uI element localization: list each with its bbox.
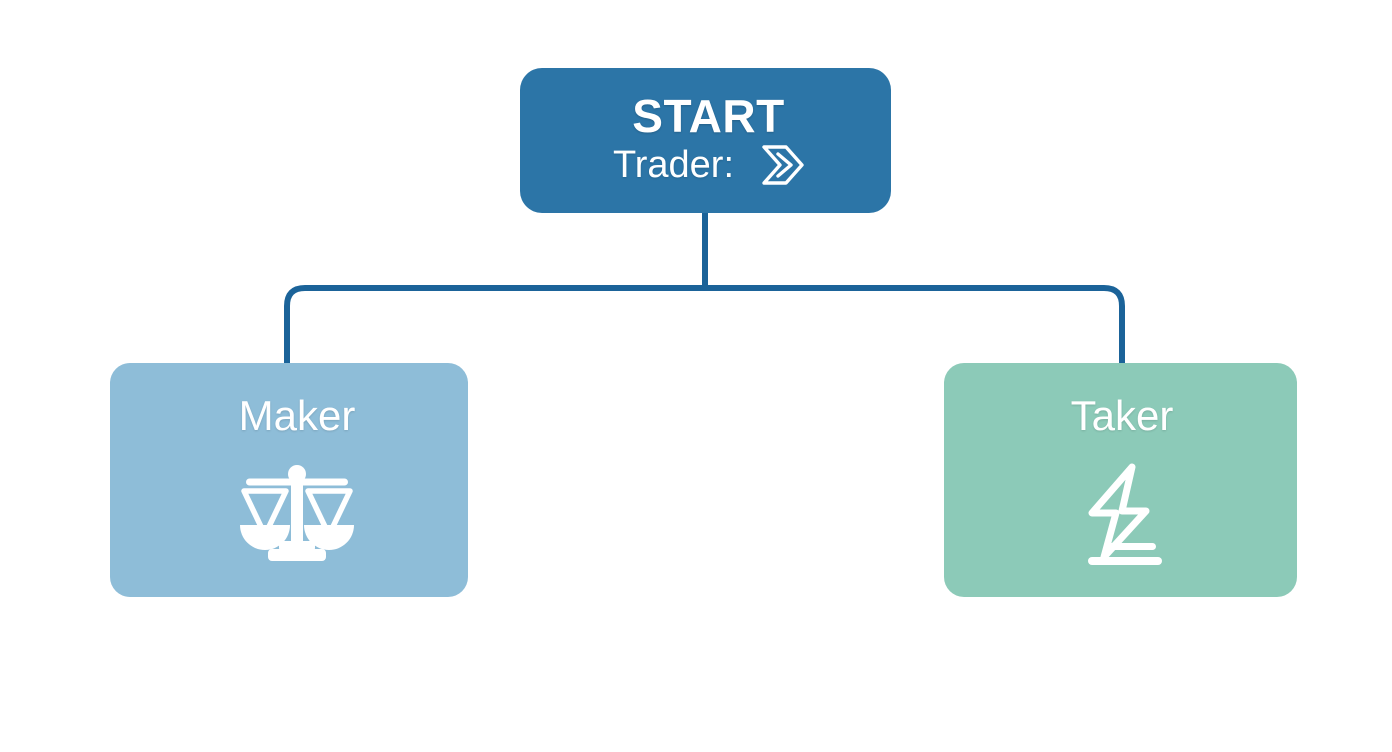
balance-scale-icon xyxy=(240,465,354,561)
lightning-bolt-icon xyxy=(1088,463,1162,565)
node-maker-label: Maker xyxy=(238,392,356,439)
node-start[interactable]: START Trader: xyxy=(520,68,891,213)
node-taker[interactable]: Taker xyxy=(944,363,1297,597)
node-start-subtitle: Trader: xyxy=(612,143,735,186)
node-taker-content: Taker xyxy=(946,363,1298,597)
node-start-content: START Trader: xyxy=(520,68,891,213)
double-chevron-right-icon xyxy=(762,144,804,185)
connector-to-taker xyxy=(702,285,1125,366)
node-start-title: START xyxy=(632,89,785,142)
connector-to-maker xyxy=(284,285,708,366)
node-maker[interactable]: Maker xyxy=(110,363,468,597)
node-maker-content: Maker xyxy=(127,363,467,597)
node-taker-label: Taker xyxy=(1070,392,1174,439)
node-start-subtitle-row: Trader: xyxy=(613,141,808,189)
